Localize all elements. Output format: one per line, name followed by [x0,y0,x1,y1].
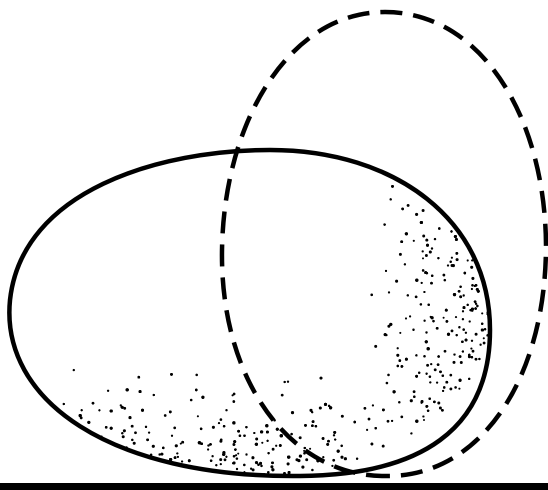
lying-egg-outline [9,150,490,476]
ground-line [0,483,548,490]
upright-egg-dashed-outline [222,12,546,476]
egg-stipple-shading [63,185,491,476]
